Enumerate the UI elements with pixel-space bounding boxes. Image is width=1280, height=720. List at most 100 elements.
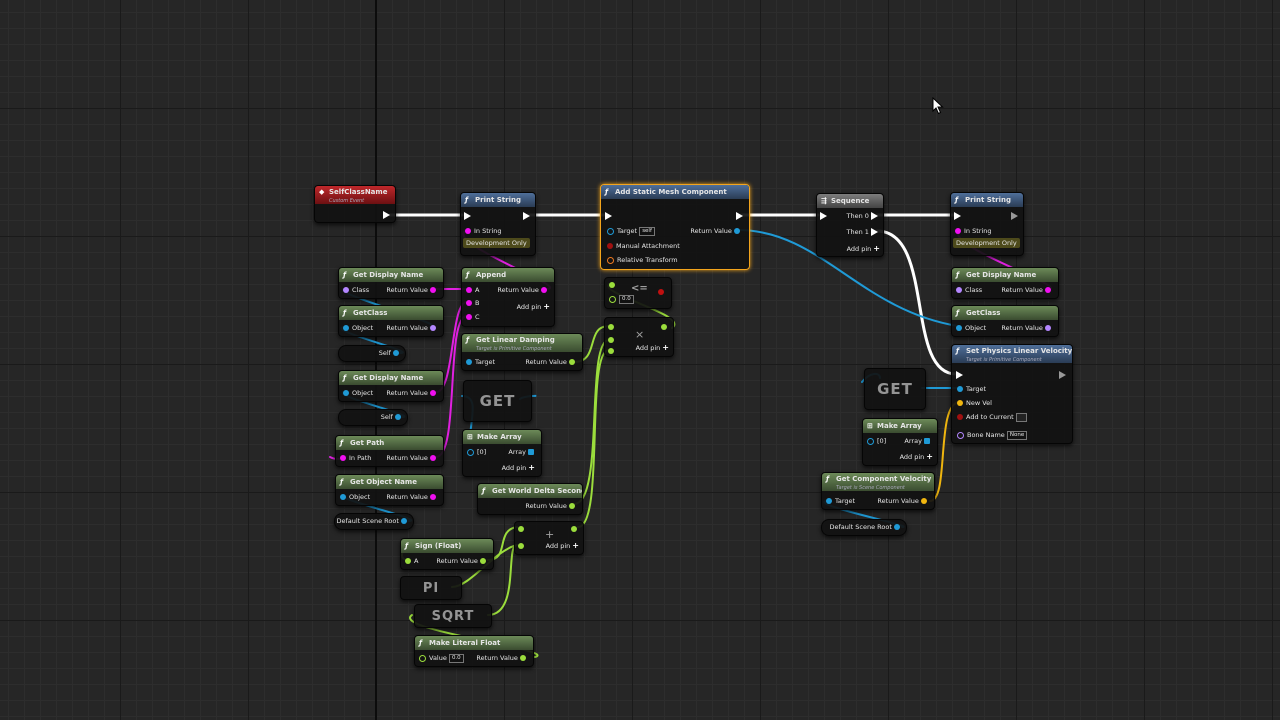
return-value-pin[interactable]: Return Value (690, 226, 743, 236)
object-pin[interactable]: Object (343, 323, 373, 333)
array-out-pin[interactable]: Array (508, 447, 537, 457)
exec-out-pin[interactable] (383, 210, 393, 220)
node-pi[interactable]: PI (400, 576, 462, 600)
class-pin[interactable]: Class (343, 285, 369, 295)
return-value-pin[interactable]: Return Value (386, 388, 439, 398)
node-sqrt[interactable]: SQRT (414, 604, 492, 628)
object-pin[interactable]: Object (340, 492, 370, 502)
c-pin[interactable]: C (466, 312, 480, 322)
bone-name-pin[interactable]: Bone Name None (957, 430, 1028, 440)
return-value-pin[interactable]: Return Value (497, 285, 550, 295)
c-pin[interactable] (608, 346, 617, 356)
in-path-pin[interactable]: In Path (340, 453, 371, 463)
exec-out-pin[interactable] (1011, 211, 1021, 221)
new-vel-pin[interactable]: New Vel (957, 398, 992, 408)
a-pin[interactable]: A (405, 556, 418, 566)
in-string-pin[interactable]: In String (465, 226, 502, 236)
node-default-scene-root[interactable]: Default Scene Root (334, 513, 414, 530)
node-less-equal[interactable]: <= 0.0 (604, 277, 672, 309)
b-pin[interactable]: 0.0 (609, 294, 634, 304)
target-pin[interactable]: Target (957, 384, 986, 394)
scene-root-pin[interactable]: Default Scene Root (336, 516, 410, 526)
add-pin-button[interactable]: Add pin+ (501, 463, 535, 472)
self-pin[interactable]: Self (379, 348, 402, 358)
bone-name-input[interactable]: None (1006, 430, 1028, 440)
value-input[interactable]: 0.0 (448, 653, 464, 663)
exec-out-pin[interactable] (523, 211, 533, 221)
node-make-array[interactable]: ⊞Make Array [0] Array Add pin+ (862, 418, 938, 466)
node-self-class-name-event[interactable]: ◆ SelfClassName Custom Event (314, 185, 396, 223)
a-pin[interactable]: A (466, 285, 479, 295)
add-pin-button[interactable]: Add pin+ (899, 452, 933, 461)
return-value-pin[interactable]: Return Value (525, 501, 578, 511)
value-pin[interactable]: Value 0.0 (419, 653, 464, 663)
exec-in-pin[interactable] (820, 211, 830, 221)
return-value-pin[interactable]: Return Value (386, 453, 439, 463)
self-pin[interactable]: Self (381, 412, 404, 422)
return-value-pin[interactable]: Return Value (1001, 285, 1054, 295)
b-pin[interactable] (518, 541, 527, 551)
a-pin[interactable] (518, 524, 527, 534)
object-pin[interactable]: Object (343, 388, 373, 398)
a-pin[interactable] (609, 280, 618, 290)
then-1-pin[interactable]: Then 1 (847, 227, 882, 237)
index-0-pin[interactable]: [0] (867, 436, 886, 446)
return-value-pin[interactable]: Return Value (386, 323, 439, 333)
class-pin[interactable]: Class (956, 285, 982, 295)
exec-in-pin[interactable] (605, 211, 615, 221)
node-sequence[interactable]: ⇶ Sequence Then 0 Then 1 Add pin+ (816, 193, 884, 257)
scene-root-pin[interactable]: Default Scene Root (829, 522, 903, 532)
result-pin[interactable] (658, 287, 667, 297)
node-self-reference[interactable]: Self (338, 409, 408, 426)
b-pin[interactable] (608, 335, 617, 345)
node-add-static-mesh-component[interactable]: ƒ Add Static Mesh Component Target self … (600, 184, 750, 270)
add-to-current-checkbox[interactable] (1015, 412, 1027, 422)
return-value-pin[interactable]: Return Value (525, 357, 578, 367)
return-value-pin[interactable]: Return Value (1001, 323, 1054, 333)
node-print-string[interactable]: ƒ Print String In String Development Onl… (460, 192, 536, 256)
array-out-pin[interactable]: Array (904, 436, 933, 446)
return-value-pin[interactable]: Return Value (436, 556, 489, 566)
manual-attachment-pin[interactable]: Manual Attachment (607, 241, 680, 251)
add-to-current-pin[interactable]: Add to Current (957, 412, 1027, 422)
node-self-reference[interactable]: Self (338, 345, 406, 362)
object-pin[interactable]: Object (956, 323, 986, 333)
add-pin-button[interactable]: Add pin+ (545, 541, 579, 550)
exec-in-pin[interactable] (954, 211, 964, 221)
node-add[interactable]: + Add pin+ (514, 521, 584, 555)
target-pin[interactable]: Target self (607, 226, 655, 236)
return-value-pin[interactable]: Return Value (476, 653, 529, 663)
node-array-get[interactable]: GET (864, 368, 926, 410)
exec-in-pin[interactable] (956, 370, 966, 380)
a-pin[interactable] (608, 322, 617, 332)
in-string-pin[interactable]: In String (955, 226, 992, 236)
node-make-array[interactable]: ⊞Make Array [0] Array Add pin+ (462, 429, 542, 477)
node-default-scene-root[interactable]: Default Scene Root (821, 519, 907, 536)
result-pin[interactable] (571, 524, 580, 534)
return-value-pin[interactable]: Return Value (386, 285, 439, 295)
return-value-pin[interactable]: Return Value (386, 492, 439, 502)
exec-in-pin[interactable] (464, 211, 474, 221)
node-multiply[interactable]: × Add pin+ (604, 317, 674, 357)
target-pin[interactable]: Target (466, 357, 495, 367)
b-pin[interactable]: B (466, 298, 479, 308)
add-pin-button[interactable]: Add pin+ (635, 343, 669, 352)
return-value-pin[interactable]: Return Value (877, 496, 930, 506)
node-array-get[interactable]: GET (463, 380, 532, 422)
relative-transform-pin[interactable]: Relative Transform (607, 255, 678, 265)
exec-out-pin[interactable] (1059, 370, 1069, 380)
